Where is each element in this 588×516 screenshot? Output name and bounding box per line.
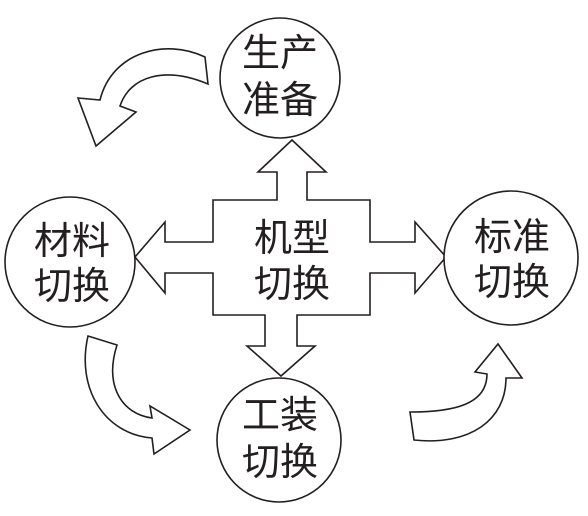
node-right-circle — [443, 190, 579, 326]
node-top-label-line-1: 生产 — [242, 31, 318, 75]
center-label-line-1: 机型 — [254, 216, 330, 260]
center-label: 机型 切换 — [254, 216, 330, 306]
cycle-arrow-bottom-left — [84, 334, 192, 456]
node-left: 材料 切换 — [4, 196, 136, 328]
node-left-label-line-1: 材料 — [34, 219, 110, 263]
node-right-label-line-1: 标准 — [474, 215, 550, 259]
node-bottom-circle — [216, 377, 342, 503]
center-cross-arrow — [133, 138, 448, 378]
node-top-circle — [219, 17, 341, 139]
cycle-arrow-top-left — [76, 48, 209, 148]
node-bottom-label-line-1: 工装 — [242, 393, 318, 437]
node-bottom-label-line-2: 切换 — [242, 440, 318, 484]
center-label-line-2: 切换 — [254, 262, 330, 306]
node-right: 标准 切换 — [443, 190, 579, 326]
node-top: 生产 准备 — [219, 17, 341, 139]
node-top-label-line-2: 准备 — [242, 78, 318, 122]
node-right-label-line-2: 切换 — [474, 260, 550, 304]
node-left-circle — [4, 196, 136, 328]
node-left-label-line-2: 切换 — [34, 264, 110, 308]
node-bottom: 工装 切换 — [216, 377, 342, 503]
cycle-arrow-bottom-right — [409, 342, 524, 442]
